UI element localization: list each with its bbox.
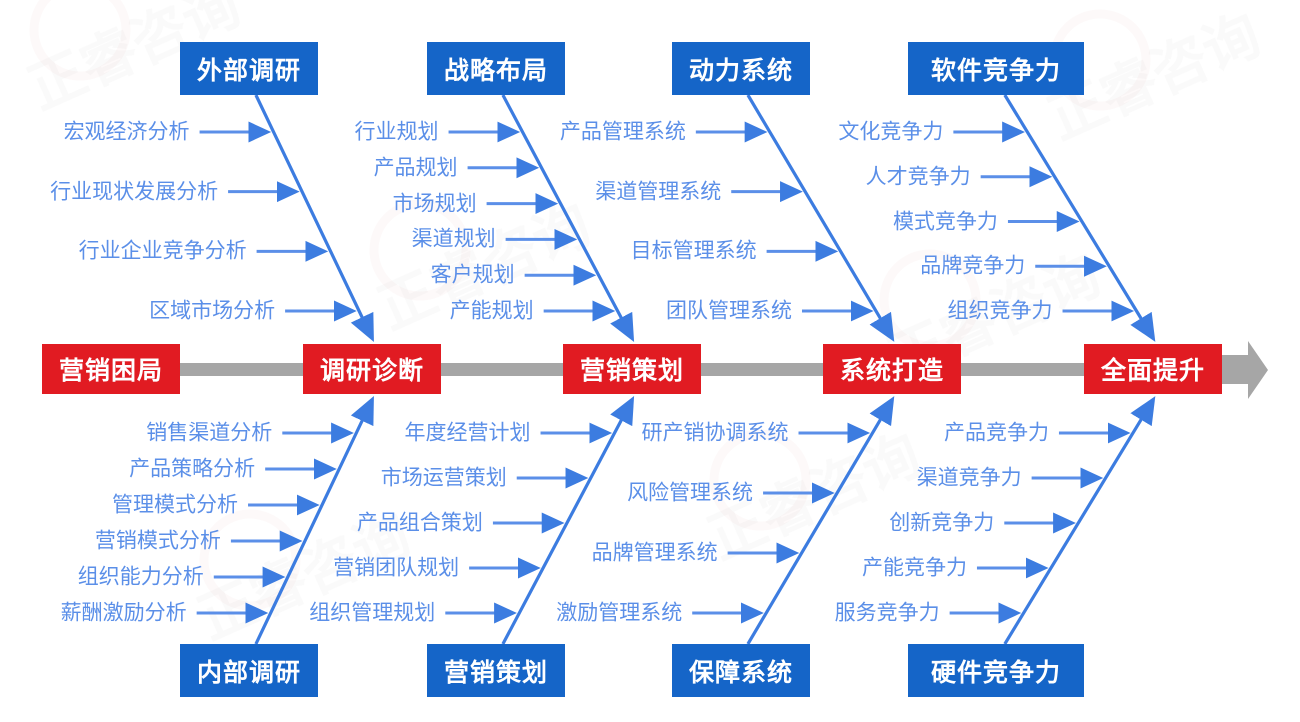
spine-node-4[interactable]: 全面提升 — [1084, 344, 1222, 394]
bone-item-label: 渠道竞争力 — [916, 466, 1022, 490]
category-label: 软件竞争力 — [930, 56, 1061, 85]
spine-bar-1 — [176, 363, 316, 376]
bone-item-label: 行业规划 — [354, 120, 439, 144]
bone-item-label: 营销团队规划 — [333, 556, 460, 580]
bone-item-label: 客户规划 — [430, 263, 515, 287]
category-label: 动力系统 — [688, 56, 793, 85]
spine-bar-3 — [696, 363, 836, 376]
bone-item-label: 产品策略分析 — [129, 457, 256, 481]
category-box-power-system[interactable]: 动力系统 — [672, 42, 810, 95]
category-box-software-competitiveness[interactable]: 软件竞争力 — [908, 42, 1084, 95]
bone-item-label: 组织竞争力 — [947, 299, 1053, 323]
category-label: 战略布局 — [443, 56, 548, 85]
bone-item-label: 销售渠道分析 — [146, 421, 273, 445]
bone-item-label: 文化竞争力 — [838, 120, 944, 144]
bone-item-label: 产能竞争力 — [861, 556, 967, 580]
bone-item-label: 目标管理系统 — [630, 239, 757, 263]
category-box-strategy-layout[interactable]: 战略布局 — [427, 42, 565, 95]
spine-node-1[interactable]: 调研诊断 — [303, 344, 441, 394]
spine-bar-4 — [956, 363, 1096, 376]
bone-item-label: 风险管理系统 — [627, 481, 754, 505]
category-box-external-research[interactable]: 外部调研 — [180, 42, 318, 95]
bone-item-label: 组织管理规划 — [309, 601, 436, 625]
spine-node-0[interactable]: 营销困局 — [42, 344, 180, 394]
bone-item-label: 产品规划 — [373, 156, 458, 180]
bone-item-label: 产品管理系统 — [559, 120, 686, 144]
spine-node-3[interactable]: 系统打造 — [823, 344, 961, 394]
bone-item-label: 研产销协调系统 — [641, 421, 789, 445]
bone-item-label: 服务竞争力 — [834, 601, 940, 625]
bone-item-label: 产品竞争力 — [943, 421, 1049, 445]
category-box-hardware-competitiveness[interactable]: 硬件竞争力 — [908, 644, 1084, 697]
spine-node-label: 营销策划 — [579, 357, 684, 385]
category-label: 硬件竞争力 — [930, 658, 1061, 687]
bone-item-label: 品牌管理系统 — [591, 541, 718, 565]
bone-item-label: 人才竞争力 — [865, 165, 971, 189]
spine-node-label: 营销困局 — [58, 357, 163, 385]
bone-item-label: 市场运营策划 — [380, 466, 507, 490]
bone-item-label: 渠道规划 — [411, 227, 496, 251]
bone-item-label: 渠道管理系统 — [595, 180, 722, 204]
spine-arrow-icon — [1222, 341, 1268, 399]
bone-item-label: 模式竞争力 — [892, 210, 998, 233]
category-box-internal-research[interactable]: 内部调研 — [180, 644, 318, 697]
bone-item-label: 激励管理系统 — [556, 601, 683, 625]
bone-item-label: 市场规划 — [392, 192, 477, 216]
bone-item-label: 团队管理系统 — [665, 299, 792, 323]
bone-item-label: 行业企业竞争分析 — [78, 239, 247, 263]
bone-item-label: 产能规划 — [449, 299, 534, 323]
bone-diagonal-power-system — [746, 94, 895, 342]
spine-node-2[interactable]: 营销策划 — [563, 344, 701, 394]
bone-item-label: 薪酬激励分析 — [60, 601, 187, 625]
bone-item-label: 品牌竞争力 — [920, 254, 1026, 278]
bone-item-label: 管理模式分析 — [112, 493, 239, 517]
category-box-marketing-planning[interactable]: 营销策划 — [427, 644, 565, 697]
bone-item-label: 区域市场分析 — [149, 299, 276, 323]
spine-node-label: 系统打造 — [839, 357, 944, 385]
spine-node-label: 全面提升 — [1100, 357, 1205, 385]
category-box-support-system[interactable]: 保障系统 — [672, 644, 810, 697]
bone-item-label: 宏观经济分析 — [63, 120, 190, 144]
bone-item-label: 组织能力分析 — [77, 565, 204, 589]
category-label: 内部调研 — [196, 658, 301, 687]
bone-item-label: 创新竞争力 — [889, 511, 995, 535]
bone-diagonal-strategy-layout — [501, 94, 635, 342]
spine-node-label: 调研诊断 — [319, 357, 424, 385]
bone-diagonal-external-research — [254, 94, 374, 343]
bone-item-label: 行业现状发展分析 — [50, 180, 219, 204]
spine-bar-2 — [426, 363, 576, 376]
bone-item-label: 产品组合策划 — [356, 511, 483, 535]
category-label: 外部调研 — [196, 56, 301, 85]
bone-item-label: 年度经营计划 — [404, 421, 531, 445]
category-label: 营销策划 — [443, 658, 548, 687]
bone-item-label: 营销模式分析 — [94, 529, 221, 553]
category-label: 保障系统 — [688, 658, 793, 687]
